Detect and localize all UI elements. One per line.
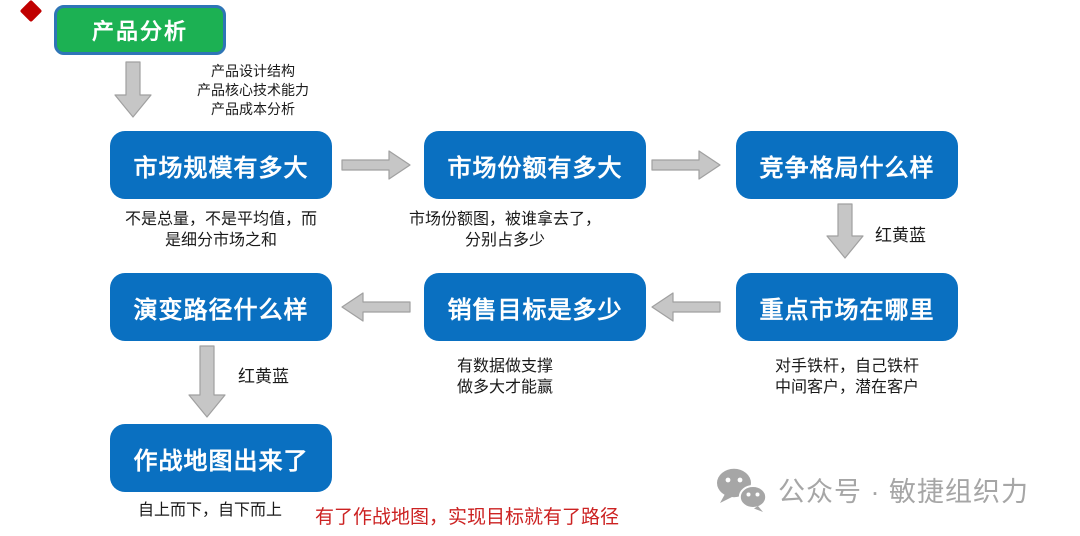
wechat-footer: 公众号 · 敏捷组织力 [714, 466, 1029, 513]
arrow-down-icon [114, 61, 152, 118]
node-key-markets: 重点市场在哪里 [736, 273, 958, 341]
node-sales-target-label: 销售目标是多少 [447, 296, 623, 324]
node-sales-target: 销售目标是多少 [424, 273, 646, 341]
start-node-product-analysis: 产品分析 [54, 5, 226, 55]
node-key-markets-label: 重点市场在哪里 [759, 296, 935, 324]
node-battle-map: 作战地图出来了 [110, 424, 332, 492]
arrow-left-icon [341, 292, 411, 322]
arrow-down-icon [188, 345, 226, 418]
node-market-share: 市场份额有多大 [424, 131, 646, 199]
node-market-share-label: 市场份额有多大 [447, 154, 623, 182]
wechat-account-label: 公众号 · 敏捷组织力 [778, 477, 1029, 507]
start-node-label: 产品分析 [91, 19, 188, 44]
caption-market-size: 不是总量，不是平均值，而 是细分市场之和 [124, 211, 317, 249]
caption-key-markets: 对手铁杆，自己铁杆 中间客户，潜在客户 [774, 358, 919, 396]
edge-label-red-yellow-blue: 红黄蓝 [238, 367, 289, 386]
caption-sales-target: 有数据做支撑 做多大才能赢 [456, 358, 553, 396]
arrow-down-icon [826, 203, 864, 259]
edge-label-red-yellow-blue: 红黄蓝 [875, 226, 926, 245]
node-market-size-label: 市场规模有多大 [133, 154, 309, 182]
node-evolution-path-label: 演变路径什么样 [133, 296, 309, 324]
node-market-size: 市场规模有多大 [110, 131, 332, 199]
caption-battle-map: 自上而下，自下而上 [137, 502, 282, 519]
red-diamond-icon [19, 0, 43, 23]
wechat-icon [717, 468, 768, 512]
conclusion-note: 有了作战地图，实现目标就有了路径 [315, 507, 620, 528]
arrow-left-icon [651, 292, 721, 322]
arrow-right-icon [341, 150, 411, 180]
node-battle-map-label: 作战地图出来了 [133, 447, 309, 475]
start-note: 产品设计结构 产品核心技术能力 产品成本分析 [197, 63, 309, 117]
arrow-right-icon [651, 150, 721, 180]
node-competition-label: 竞争格局什么样 [759, 154, 935, 182]
node-competition: 竞争格局什么样 [736, 131, 958, 199]
caption-market-share: 市场份额图，被谁拿去了， 分别占多少 [408, 211, 601, 249]
node-evolution-path: 演变路径什么样 [110, 273, 332, 341]
